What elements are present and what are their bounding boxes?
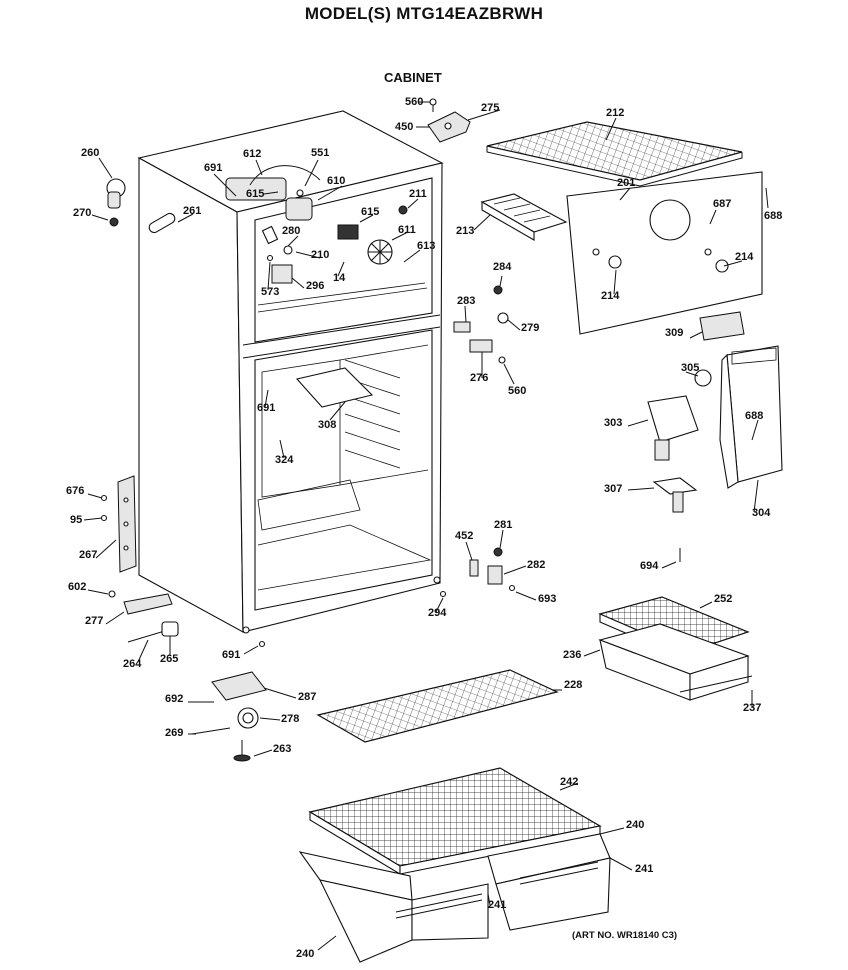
part-label-270: 270 [73, 207, 91, 219]
art-number: (ART NO. WR18140 C3) [572, 930, 678, 941]
bottom-hinge [100, 494, 266, 648]
part-label-303: 303 [604, 417, 622, 429]
freezer-shelf-part [295, 367, 374, 408]
part-label-294: 294 [428, 607, 447, 619]
part-label-278: 278 [281, 713, 299, 725]
part-label-210: 210 [311, 249, 329, 261]
part-label-228: 228 [564, 679, 582, 691]
part-label-694: 694 [640, 560, 659, 572]
part-label-241: 241 [635, 863, 653, 875]
fresh-food-wire-shelf [316, 669, 559, 743]
label-plate [699, 311, 745, 341]
upper-crisper [598, 596, 753, 701]
part-label-296: 296 [306, 280, 324, 292]
part-label-551: 551 [311, 147, 329, 159]
part-label-14: 14 [333, 272, 346, 284]
part-label-275: 275 [481, 102, 499, 114]
part-label-692: 692 [165, 693, 183, 705]
part-label-610: 610 [327, 175, 345, 187]
leveling-parts [191, 671, 267, 762]
part-label-560: 560 [508, 385, 526, 397]
lower-brackets [439, 547, 516, 598]
part-label-284: 284 [493, 261, 512, 273]
part-label-688: 688 [745, 410, 763, 422]
part-label-615: 615 [246, 188, 264, 200]
section-title: CABINET [384, 70, 442, 85]
part-label-95: 95 [70, 514, 82, 526]
page-title: MODEL(S) MTG14EAZBRWH [304, 4, 544, 23]
part-label-237: 237 [743, 702, 761, 714]
part-label-283: 283 [457, 295, 475, 307]
part-label-201: 201 [617, 177, 635, 189]
part-label-281: 281 [494, 519, 512, 531]
part-label-691: 691 [257, 402, 275, 414]
part-label-242: 242 [560, 776, 578, 788]
part-label-309: 309 [665, 327, 683, 339]
part-label-560: 560 [405, 96, 423, 108]
part-label-264: 264 [123, 658, 142, 670]
part-label-613: 613 [417, 240, 435, 252]
part-label-263: 263 [273, 743, 291, 755]
part-label-691: 691 [222, 649, 240, 661]
ice-tray [480, 193, 568, 241]
part-label-450: 450 [395, 121, 413, 133]
part-label-277: 277 [85, 615, 103, 627]
rear-panel [566, 171, 763, 335]
top-hinge [427, 98, 471, 143]
part-label-236: 236 [563, 649, 581, 661]
part-label-214: 214 [735, 251, 754, 263]
part-label-213: 213 [456, 225, 474, 237]
part-label-214: 214 [601, 290, 620, 302]
small-brackets [453, 285, 509, 364]
part-label-252: 252 [714, 593, 732, 605]
control-housing [647, 345, 783, 562]
part-label-287: 287 [298, 691, 316, 703]
part-label-212: 212 [606, 107, 624, 119]
part-label-687: 687 [713, 198, 731, 210]
part-label-282: 282 [527, 559, 545, 571]
part-label-261: 261 [183, 205, 201, 217]
part-label-676: 676 [66, 485, 84, 497]
left-hardware [106, 178, 176, 234]
part-label-269: 269 [165, 727, 183, 739]
part-label-305: 305 [681, 362, 699, 374]
part-label-691: 691 [204, 162, 222, 174]
part-label-304: 304 [752, 507, 771, 519]
part-label-211: 211 [409, 188, 427, 200]
leader-lines [83, 101, 769, 951]
part-label-612: 612 [243, 148, 261, 160]
part-label-267: 267 [79, 549, 97, 561]
part-label-307: 307 [604, 483, 622, 495]
part-label-611: 611 [398, 224, 416, 236]
part-label-615: 615 [361, 206, 379, 218]
part-label-276: 276 [470, 372, 488, 384]
part-label-279: 279 [521, 322, 539, 334]
part-label-260: 260 [81, 147, 99, 159]
freezer-wire-shelf [486, 121, 743, 181]
part-label-308: 308 [318, 419, 336, 431]
part-label-693: 693 [538, 593, 556, 605]
part-label-688: 688 [764, 210, 782, 222]
part-label-452: 452 [455, 530, 473, 542]
part-label-602: 602 [68, 581, 86, 593]
lower-crisper [298, 767, 611, 963]
part-label-240: 240 [296, 948, 314, 960]
part-label-265: 265 [160, 653, 178, 665]
part-number-labels: 560 275 450 212 260 612 551 691 610 201 615 211 270 2… [66, 96, 782, 960]
part-label-241: 241 [488, 899, 506, 911]
part-label-280: 280 [282, 225, 300, 237]
fan-motor-assembly [225, 165, 408, 284]
part-label-573: 573 [261, 286, 279, 298]
part-label-324: 324 [275, 454, 294, 466]
part-label-240: 240 [626, 819, 644, 831]
